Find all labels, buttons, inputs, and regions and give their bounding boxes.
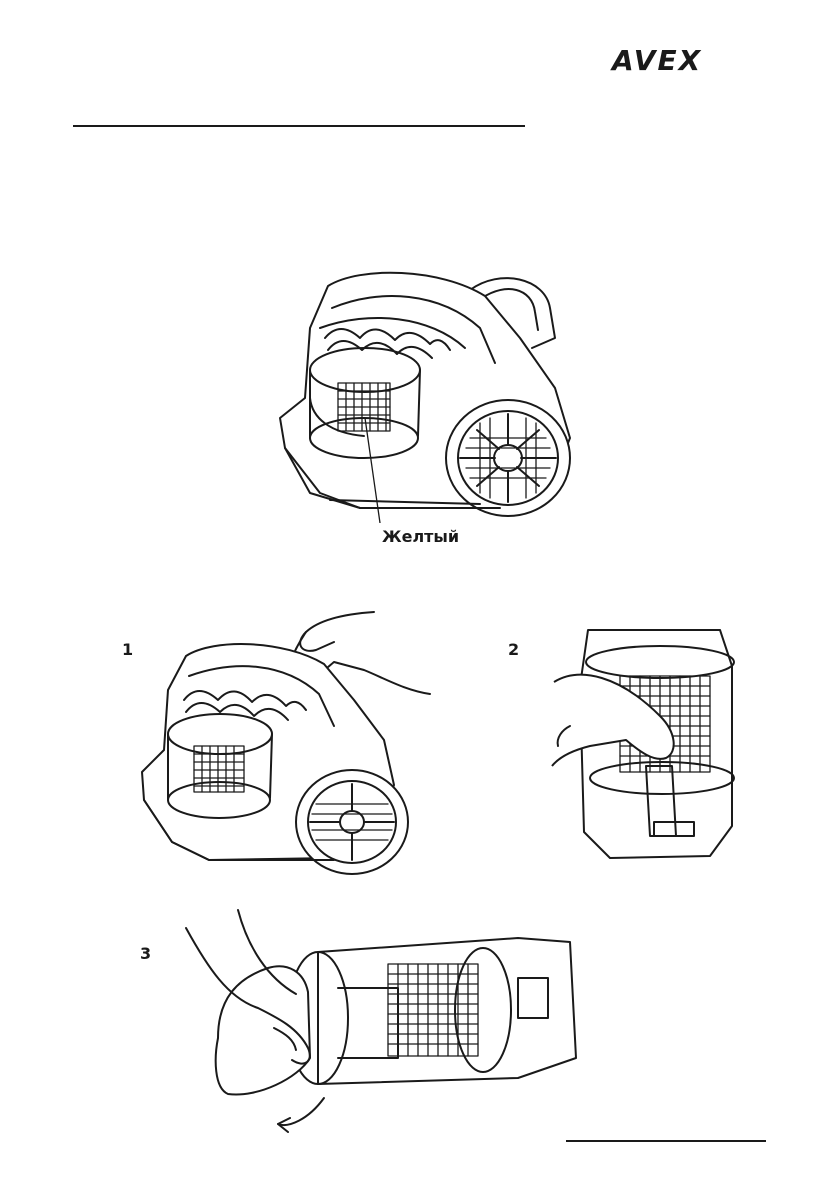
footer-rule (566, 1140, 766, 1142)
logo-wordmark: AVEX (612, 46, 702, 76)
step-2-number: 2 (508, 640, 519, 659)
step-3-number: 3 (140, 944, 151, 963)
step-1-illustration (134, 610, 434, 880)
vacuum-cleaner-illustration (270, 268, 590, 523)
step-1-number: 1 (122, 640, 133, 659)
step-3-illustration (178, 908, 578, 1133)
step-2-illustration (550, 626, 740, 861)
yellow-part-label: Желтый (382, 527, 459, 546)
avex-logo: AVEX (612, 46, 768, 76)
header-rule (73, 125, 525, 127)
